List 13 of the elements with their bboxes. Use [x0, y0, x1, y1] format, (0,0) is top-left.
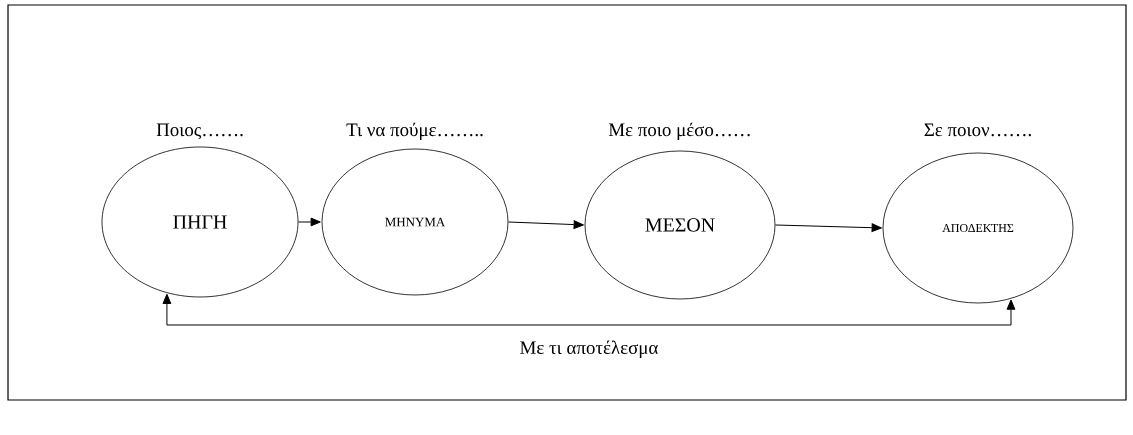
- feedback-arrow: [162, 293, 1016, 326]
- node-heading: Τι να πούμε……..: [346, 122, 483, 141]
- ellipse-node: ΠΗΓΗ: [101, 146, 299, 298]
- node-heading: Ποιος…….: [156, 123, 243, 140]
- arrow: [297, 217, 321, 227]
- edge-label: Με τι αποτέλεσμα: [520, 340, 658, 358]
- ellipse-node: ΑΠΟΔΕΚΤΗΣ: [882, 152, 1074, 304]
- node-heading: Με ποιο μέσο……: [608, 122, 750, 141]
- arrow: [507, 220, 584, 229]
- arrow: [774, 223, 882, 233]
- node-heading: Σε ποιον…….: [924, 123, 1031, 137]
- ellipse-node: ΜΗΝΥΜΑ: [321, 148, 509, 296]
- ellipse-node: ΜΕΣΟΝ: [584, 150, 776, 300]
